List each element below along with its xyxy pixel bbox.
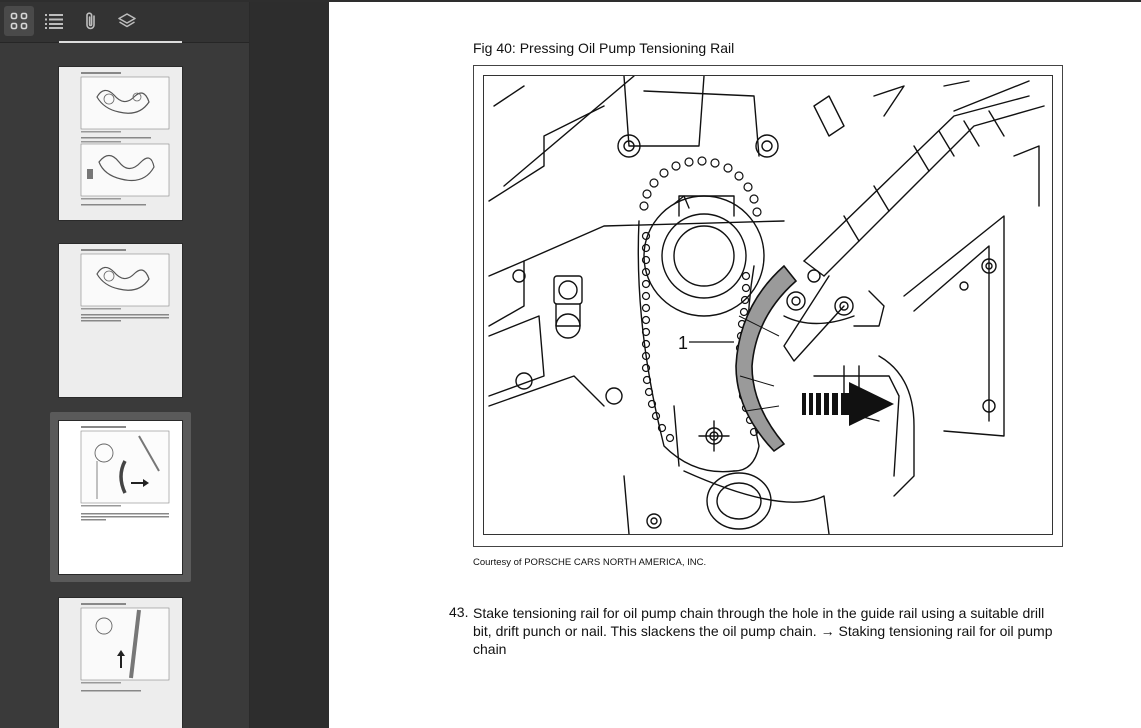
oil-pump-diagram: 1 bbox=[488, 76, 1045, 534]
sidebar-toolbar bbox=[0, 0, 249, 43]
outline-view-button[interactable] bbox=[39, 6, 69, 36]
list-icon bbox=[45, 14, 63, 29]
tensioning-rail bbox=[735, 264, 798, 453]
thumbnail-preview bbox=[80, 426, 170, 521]
thumbnail-preview bbox=[80, 72, 170, 206]
layers-view-button[interactable] bbox=[112, 6, 142, 36]
previous-page-thumbnail-edge[interactable] bbox=[59, 41, 182, 43]
page-thumbnail[interactable] bbox=[59, 244, 182, 397]
figure-illustration: 1 bbox=[483, 75, 1053, 535]
page-thumbnail[interactable] bbox=[59, 598, 182, 728]
figure-title: Fig 40: Pressing Oil Pump Tensioning Rai… bbox=[473, 40, 735, 56]
layers-icon bbox=[118, 13, 136, 28]
window-top-border bbox=[0, 0, 1141, 2]
viewer-gutter bbox=[250, 0, 329, 728]
paperclip-icon bbox=[86, 12, 95, 30]
callout-label: 1 bbox=[678, 333, 688, 353]
document-page: Fig 40: Pressing Oil Pump Tensioning Rai… bbox=[329, 2, 1141, 728]
thumbnail-preview bbox=[80, 249, 170, 322]
figure-credit: Courtesy of PORSCHE CARS NORTH AMERICA, … bbox=[473, 557, 707, 568]
page-thumbnail-current[interactable] bbox=[59, 421, 182, 574]
pressing-direction-arrow bbox=[802, 382, 894, 426]
thumbnail-preview bbox=[80, 603, 170, 692]
grid-icon bbox=[10, 12, 28, 30]
step-number: 43. bbox=[449, 604, 469, 620]
page-thumbnail[interactable] bbox=[59, 67, 182, 220]
figure-frame: 1 bbox=[473, 65, 1063, 547]
thumbnails-view-button[interactable] bbox=[4, 6, 34, 36]
attachments-view-button[interactable] bbox=[76, 6, 106, 36]
step-instruction: Stake tensioning rail for oil pump chain… bbox=[473, 605, 1053, 657]
thumbnail-sidebar bbox=[0, 0, 250, 728]
